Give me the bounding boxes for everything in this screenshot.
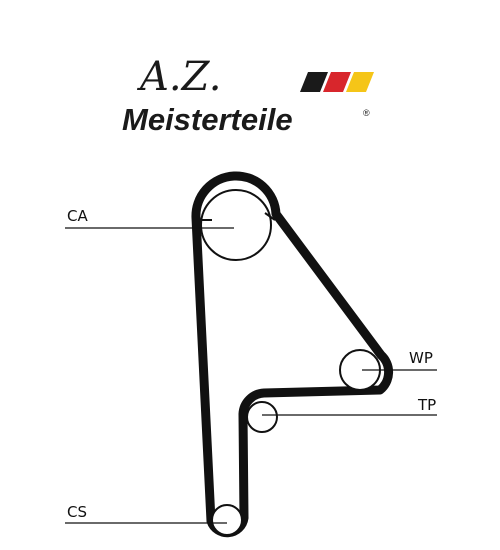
logo-flag-stripes [300,72,374,92]
label-tp: TP [417,396,436,414]
label-wp: WP [409,349,433,367]
pulley-cs-circle [211,504,243,536]
pulley-tp [246,401,278,433]
pulley-tp-circle [246,401,278,433]
flag-stripe-black [300,72,328,92]
brand-logo: A.Z. Meisterteile ® [122,54,374,137]
flag-stripe-gold [346,72,374,92]
pulley-ca-tick-right [264,212,276,221]
logo-brand-name: Meisterteile [122,102,293,137]
pulley-ca [200,189,276,261]
logo-script-text: A.Z. [136,54,221,100]
flag-stripe-red [323,72,351,92]
logo-registered-mark: ® [363,108,370,118]
pulley-cs [211,504,243,536]
pulley-ca-circle [200,189,272,261]
label-cs: CS [67,503,87,521]
leader-lines [65,227,437,524]
label-ca: CA [67,207,88,225]
